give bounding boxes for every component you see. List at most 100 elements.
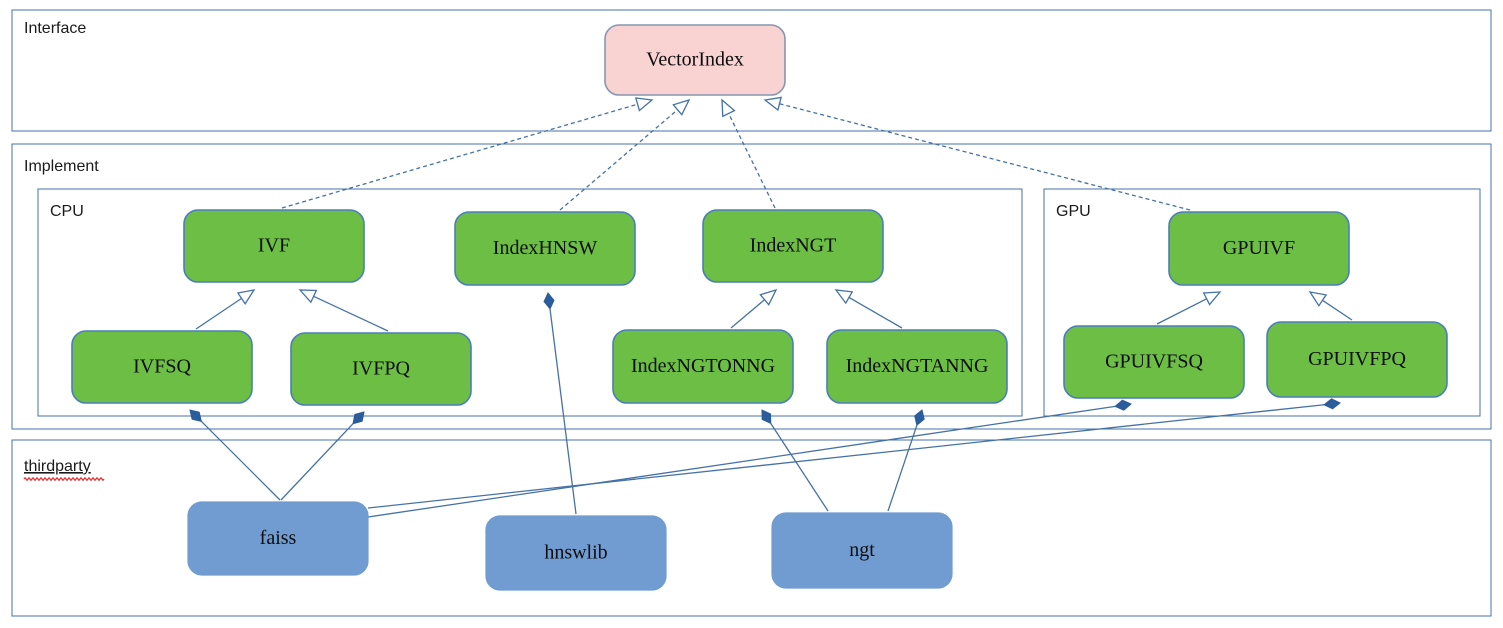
arrowhead-filled-diamond-hnswlib-indexhnsw [543, 292, 555, 310]
arrowhead-filled-diamond-faiss-gpuivfpq [1323, 398, 1341, 410]
node-ivf[interactable]: IVF [183, 209, 365, 283]
node-label-ngt: ngt [849, 539, 875, 561]
arrowhead-hollow-triangle-ivf-vectorindex [634, 97, 654, 112]
edge-connectors [189, 96, 1353, 518]
node-gpuivfsq[interactable]: GPUIVFSQ [1063, 325, 1245, 399]
arrowhead-hollow-triangle-ivfpq-ivf [298, 289, 318, 304]
node-label-indexngtanng: IndexNGTANNG [846, 355, 989, 377]
edge-line-ngt-indexngtonng [770, 423, 829, 512]
node-label-gpuivf: GPUIVF [1223, 237, 1295, 259]
group-label-implement: Implement [24, 158, 99, 175]
edge-line-indexhnsw-vectorindex [559, 109, 679, 211]
arrowhead-filled-diamond-ngt-indexngtanng [914, 409, 925, 427]
edge-line-indexngtonng-indexngt [730, 299, 765, 329]
edge-ivf-vectorindex [281, 97, 654, 209]
node-box-indexngtonng[interactable] [612, 329, 794, 404]
edge-gpuivfpq-gpuivf [1308, 291, 1353, 321]
edge-line-ivfpq-ivf [313, 295, 389, 332]
edge-faiss-ivfpq [280, 411, 365, 501]
edge-line-gpuivfpq-gpuivf [1322, 299, 1353, 321]
node-indexngtonng[interactable]: IndexNGTONNG [612, 329, 794, 404]
arrowhead-hollow-triangle-gpuivfpq-gpuivf [1308, 291, 1328, 307]
node-indexngt[interactable]: IndexNGT [702, 209, 884, 283]
node-faiss[interactable]: faiss [187, 501, 369, 576]
edge-line-ivf-vectorindex [281, 103, 638, 209]
arrowhead-filled-diamond-faiss-gpuivfsq [1114, 399, 1132, 411]
node-box-indexngt[interactable] [702, 209, 884, 283]
edge-line-indexngt-vectorindex [728, 113, 776, 209]
edge-line-hnswlib-indexhnsw [549, 308, 577, 515]
node-label-indexhnsw: IndexHNSW [493, 237, 598, 259]
node-box-gpuivfsq[interactable] [1063, 325, 1245, 399]
arrowhead-filled-diamond-faiss-ivfsq [189, 409, 202, 422]
edge-faiss-gpuivfpq [367, 398, 1341, 509]
node-label-indexngtonng: IndexNGTONNG [631, 355, 775, 377]
node-box-indexhnsw[interactable] [454, 211, 636, 286]
arrowhead-hollow-triangle-gpuivfsq-gpuivf [1202, 291, 1222, 306]
node-box-ivfsq[interactable] [71, 330, 253, 404]
node-box-indexngtanng[interactable] [826, 329, 1008, 404]
group-label-gpu: GPU [1056, 203, 1091, 220]
edge-line-faiss-ivfpq [280, 423, 354, 501]
node-label-ivfpq: IVFPQ [352, 358, 410, 380]
edge-line-ivfsq-ivf [195, 297, 242, 330]
group-label-thirdparty: thirdparty [24, 458, 91, 475]
arrowhead-hollow-triangle-gpuivf-vectorindex [763, 96, 783, 112]
group-label-cpu: CPU [50, 203, 84, 220]
node-box-ivfpq[interactable] [290, 332, 472, 406]
edge-line-indexngtanng-indexngt [848, 296, 903, 329]
edge-indexngtanng-indexngt [834, 289, 903, 329]
node-gpuivfpq[interactable]: GPUIVFPQ [1266, 321, 1448, 398]
node-label-ivf: IVF [258, 235, 290, 257]
node-box-ngt[interactable] [771, 512, 953, 589]
edge-faiss-ivfsq [189, 409, 281, 501]
edge-line-faiss-gpuivfpq [367, 404, 1325, 509]
edge-indexhnsw-vectorindex [559, 98, 691, 211]
edge-gpuivfsq-gpuivf [1156, 291, 1222, 325]
edge-ngt-indexngtanng [887, 409, 925, 512]
node-label-hnswlib: hnswlib [544, 542, 607, 564]
node-hnswlib[interactable]: hnswlib [485, 515, 667, 591]
node-box-hnswlib[interactable] [485, 515, 667, 591]
node-box-faiss[interactable] [187, 501, 369, 576]
node-indexhnsw[interactable]: IndexHNSW [454, 211, 636, 286]
edge-line-gpuivfsq-gpuivf [1156, 298, 1207, 325]
edge-gpuivf-vectorindex [763, 96, 1191, 211]
node-label-gpuivfsq: GPUIVFSQ [1105, 351, 1203, 373]
node-gpuivf[interactable]: GPUIVF [1168, 211, 1350, 286]
edge-indexngt-vectorindex [721, 98, 776, 209]
node-label-vectorindex: VectorIndex [646, 49, 744, 71]
node-box-vectorindex[interactable] [604, 24, 786, 96]
node-ivfpq[interactable]: IVFPQ [290, 332, 472, 406]
edge-line-faiss-ivfsq [200, 420, 281, 501]
arrowhead-filled-diamond-faiss-ivfpq [352, 411, 365, 425]
edge-indexngtonng-indexngt [730, 288, 778, 329]
node-box-gpuivf[interactable] [1168, 211, 1350, 286]
edge-ivfpq-ivf [298, 289, 389, 332]
node-indexngtanng[interactable]: IndexNGTANNG [826, 329, 1008, 404]
arrowhead-hollow-triangle-indexngtanng-indexngt [834, 289, 854, 305]
arrowhead-hollow-triangle-indexngtonng-indexngt [759, 288, 778, 306]
spellcheck-underline-thirdparty [23, 477, 105, 481]
edge-faiss-gpuivfsq [367, 399, 1132, 518]
arrowhead-hollow-triangle-indexngt-vectorindex [721, 98, 736, 118]
node-box-ivf[interactable] [183, 209, 365, 283]
node-ivfsq[interactable]: IVFSQ [71, 330, 253, 404]
edge-line-gpuivf-vectorindex [779, 103, 1191, 211]
edge-ngt-indexngtonng [761, 409, 829, 512]
group-label-interface: Interface [24, 20, 86, 37]
edge-ivfsq-ivf [195, 289, 256, 330]
arrowhead-hollow-triangle-ivfsq-ivf [236, 289, 256, 305]
node-vectorindex[interactable]: VectorIndex [604, 24, 786, 96]
arrowhead-filled-diamond-ngt-indexngtonng [761, 409, 772, 425]
node-box-gpuivfpq[interactable] [1266, 321, 1448, 398]
edge-line-faiss-gpuivfsq [367, 405, 1116, 518]
edge-line-ngt-indexngtanng [887, 424, 918, 512]
node-label-faiss: faiss [260, 527, 297, 549]
node-label-indexngt: IndexNGT [750, 235, 837, 257]
node-label-ivfsq: IVFSQ [133, 356, 191, 378]
node-ngt[interactable]: ngt [771, 512, 953, 589]
